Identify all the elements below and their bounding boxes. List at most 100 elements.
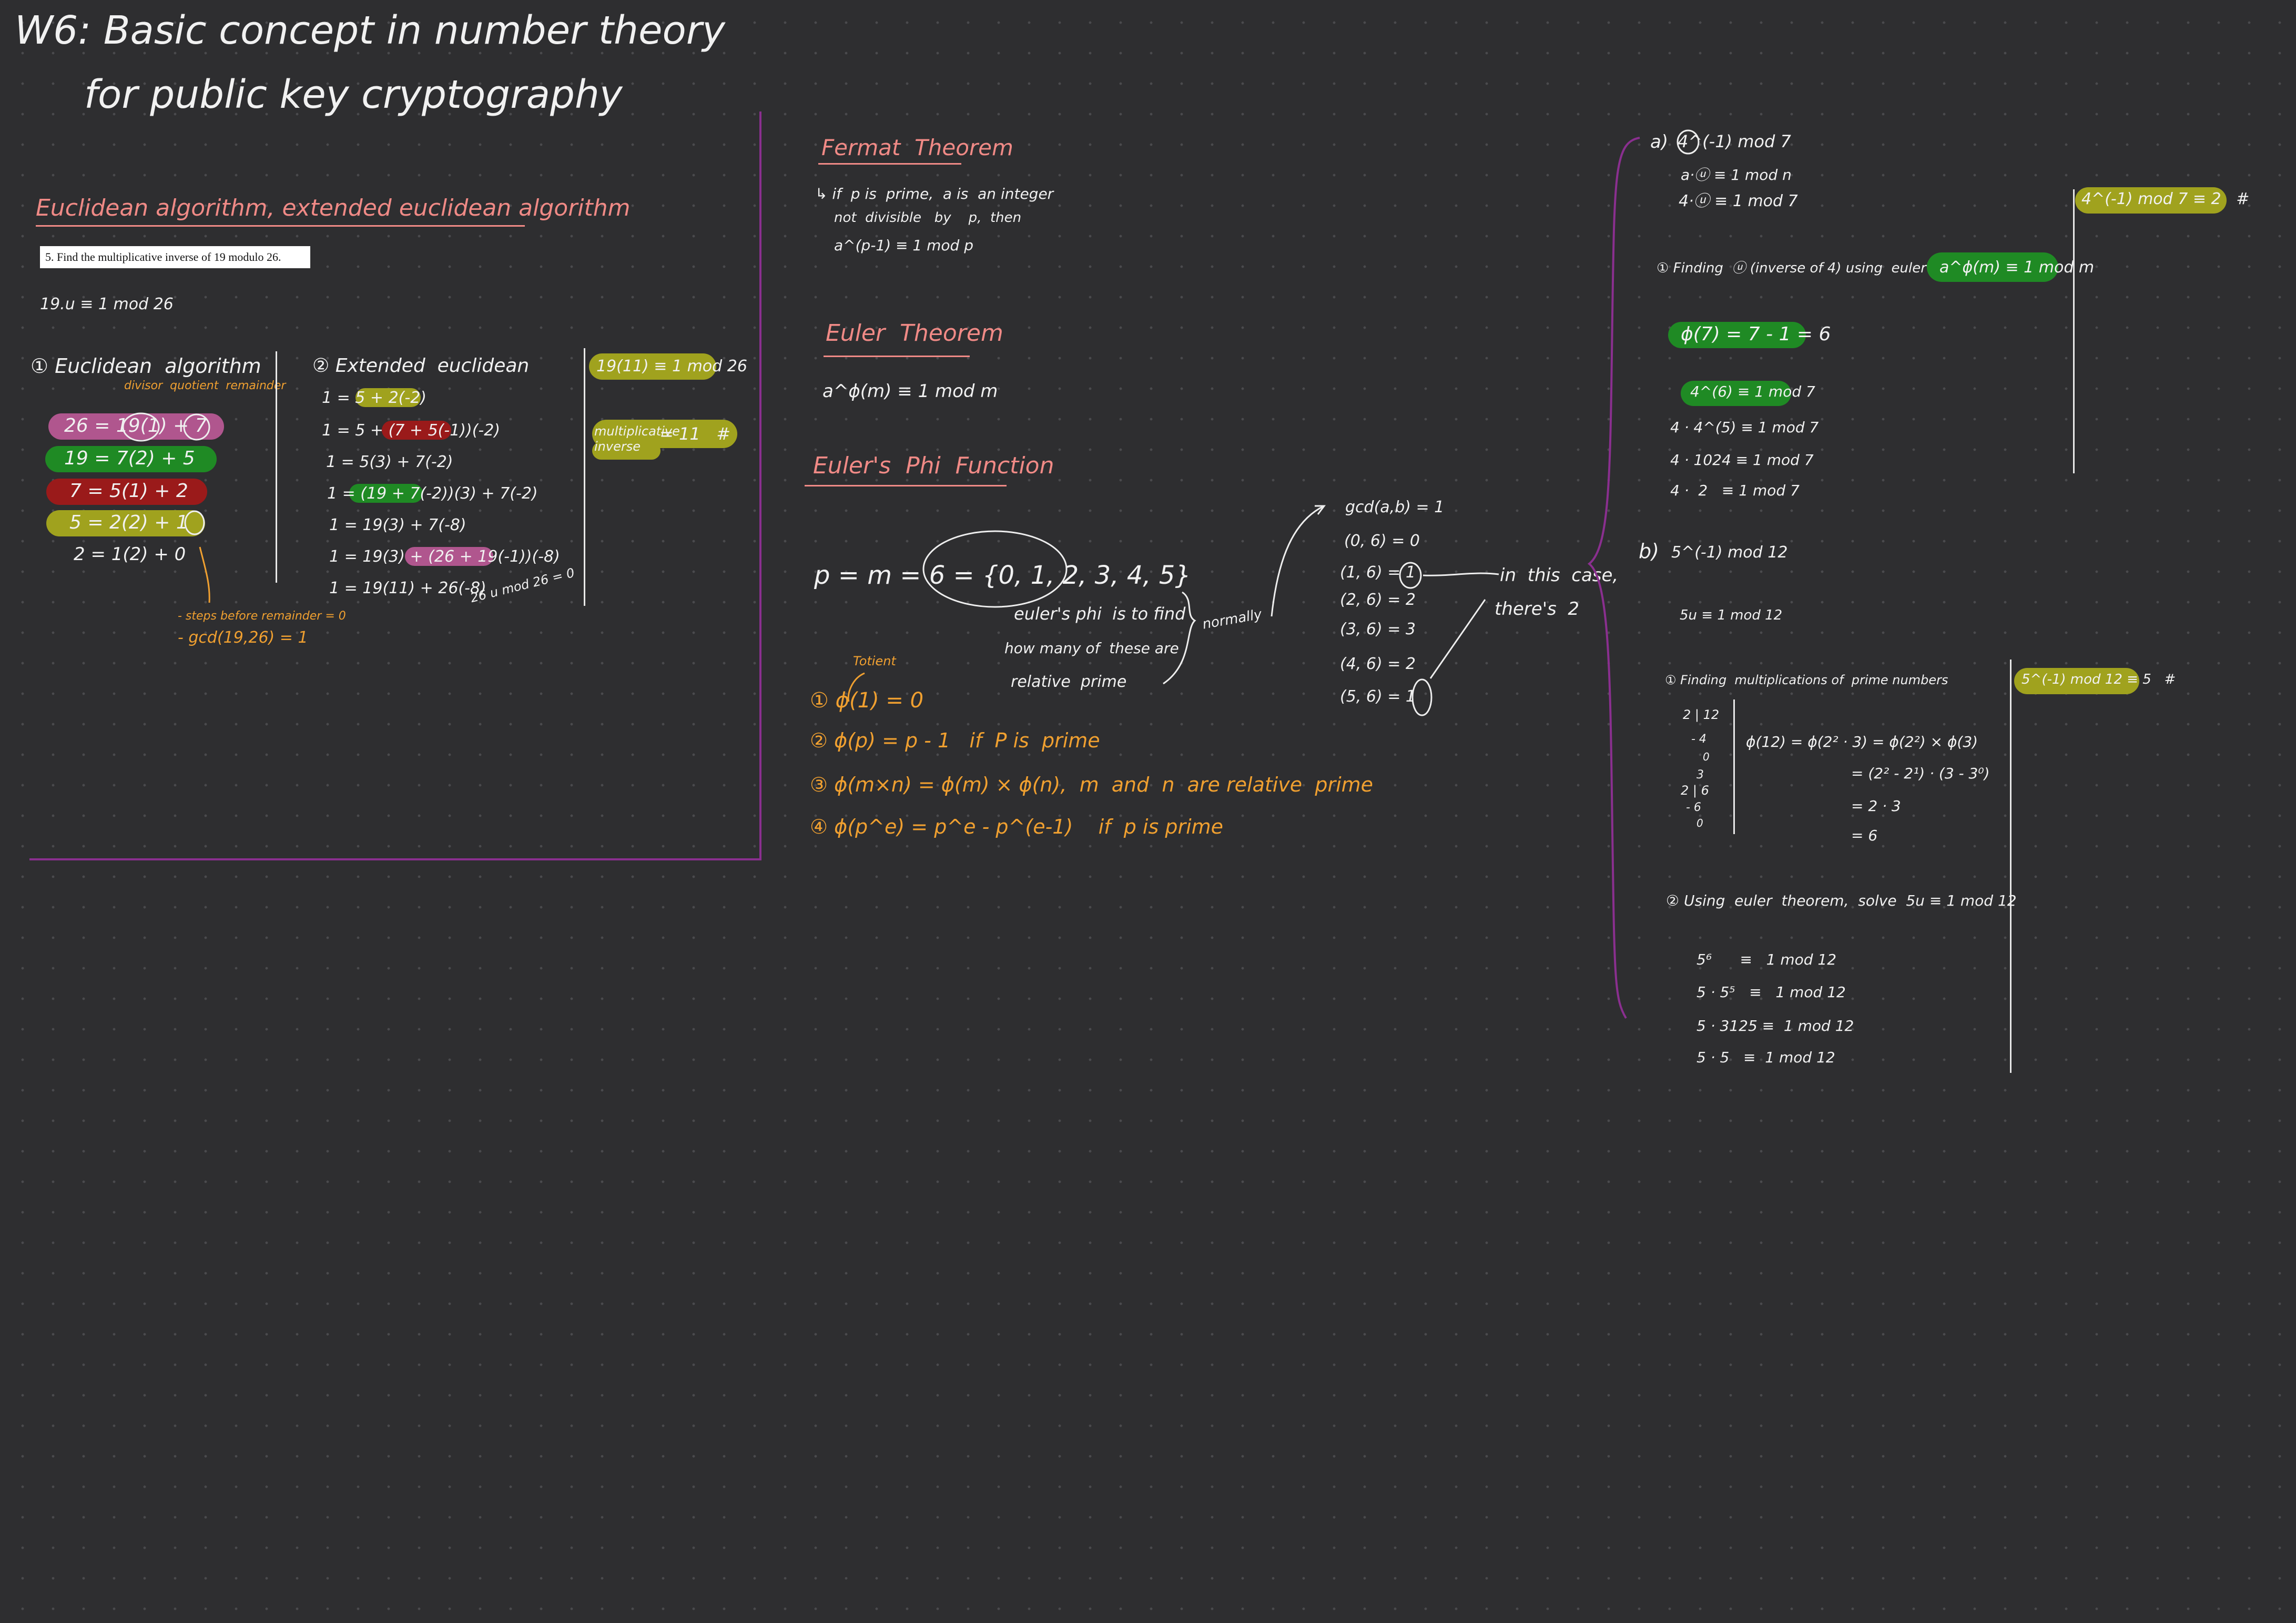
- part-a-answer-highlight: [2075, 187, 2227, 214]
- part-a-row: 4 · 1024 ≡ 1 mod 7: [1670, 451, 1814, 469]
- phi12-row: = 2 · 3: [1851, 797, 1901, 815]
- divider-part-b: [2010, 660, 2011, 1073]
- connect-line-1: [1423, 572, 1499, 576]
- euler-box-highlight: [1927, 252, 2058, 282]
- phi-rule: ④ ϕ(p^e) = p^e - p^(e-1) if p is prime: [810, 815, 1224, 838]
- gcd-row: gcd(a,b) = 1: [1345, 498, 1445, 516]
- mult-inverse-highlight-lower: [592, 442, 661, 460]
- part-b-row: 5⁶ ≡ 1 mod 12: [1696, 951, 1837, 968]
- factor-1b: - 4: [1691, 733, 1706, 746]
- euclid-row-2-highlight: [45, 446, 217, 472]
- part-b-answer-highlight: [2014, 668, 2139, 694]
- phi-desc-2: how many of these are: [1004, 640, 1179, 657]
- ext-row: 1 = 19(3) + (26 + 19(-1))(-8): [329, 547, 560, 566]
- in-this-case: in this case,: [1500, 565, 1619, 586]
- factor-2b: 2 | 6: [1681, 783, 1709, 798]
- euclid-note-gcd: - gcd(19,26) = 1: [178, 628, 308, 647]
- ext-row: 1 = 19(3) + 7(-8): [329, 516, 466, 534]
- euclid-row: 7 = 5(1) + 2: [69, 480, 188, 502]
- divider-part-a: [2073, 189, 2075, 473]
- phi-rule: ① ϕ(1) = 0: [810, 688, 924, 713]
- gcd-circle-2: [1411, 678, 1433, 716]
- ext-row: 1 = 5 + 2(-2): [322, 389, 426, 407]
- euclid-row-1-highlight: [48, 413, 224, 440]
- connect-line-2: [1429, 599, 1486, 679]
- right-brace: [1587, 137, 1640, 1019]
- euclid-row: 2 = 1(2) + 0: [74, 544, 186, 565]
- euclidean-heading: Euclidean algorithm, extended euclidean …: [36, 195, 631, 221]
- gcd-row: (0, 6) = 0: [1344, 532, 1420, 550]
- phi12-row: = 6: [1851, 827, 1878, 844]
- phi-desc-3: relative prime: [1011, 673, 1127, 691]
- phi-rule: ③ ϕ(m×n) = ϕ(m) × ϕ(n), m and n are rela…: [810, 773, 1374, 796]
- phi12-row: ϕ(12) = ϕ(2² · 3) = ϕ(2²) × ϕ(3): [1746, 733, 1978, 750]
- arrow-to-gcd: [1271, 505, 1325, 617]
- part-b-label: b): [1639, 540, 1659, 563]
- phi12-row: = (2² - 2¹) · (3 - 3⁰): [1851, 765, 1990, 782]
- factor-2c: - 6: [1686, 801, 1701, 814]
- euclid-circle-19: [122, 412, 160, 442]
- totient-arrow: [847, 672, 865, 702]
- divider-euclid: [276, 351, 277, 583]
- gcd-row: (4, 6) = 2: [1340, 655, 1416, 673]
- part-a-label: a): [1650, 131, 1669, 153]
- phi-desc-1: euler's phi is to find: [1014, 604, 1186, 624]
- page-title: W6: Basic concept in number theory: [15, 8, 725, 53]
- divider-factor: [1733, 699, 1735, 834]
- page-subtitle: for public key cryptography: [84, 72, 623, 117]
- euclid-row-4-highlight: [46, 510, 205, 536]
- extended-title: ② Extended euclidean: [312, 355, 530, 377]
- euclid-circle-1: [184, 510, 205, 535]
- arrow-to-gcd-head: [1315, 505, 1326, 515]
- ext-row: 1 = (19 + 7(-2))(3) + 7(-2): [327, 484, 538, 503]
- factor-2: 3: [1696, 768, 1704, 782]
- part-b-problem: 5^(-1) mod 12: [1671, 543, 1788, 562]
- factor-1c: 0: [1703, 750, 1710, 763]
- euler-title: Euler Theorem: [826, 320, 1003, 347]
- euclid-row: 5 = 2(2) + 1: [69, 512, 188, 533]
- fermat-title: Fermat Theorem: [821, 135, 1013, 160]
- circled-4: [1677, 129, 1700, 155]
- part-b-step2: ② Using euler theorem, solve 5u ≡ 1 mod …: [1666, 892, 2017, 909]
- congruence-line: 19.u ≡ 1 mod 26: [40, 295, 174, 313]
- part-a-row: 4 · 2 ≡ 1 mod 7: [1670, 482, 1800, 499]
- pow6-text: 4^(6) ≡ 1 mod 7: [1690, 383, 1815, 400]
- fermat-underline: [818, 163, 961, 165]
- phi-underline: [805, 485, 1007, 486]
- factor-2d: 0: [1696, 817, 1703, 829]
- phi-rule: ② ϕ(p) = p - 1 if P is prime: [810, 729, 1100, 752]
- euclid-row: 19 = 7(2) + 5: [64, 448, 195, 469]
- part-a-step1: ① Finding ⓤ (inverse of 4) using euler's…: [1657, 260, 2005, 276]
- theres-2: there's 2: [1495, 599, 1580, 620]
- ext-row: 1 = 5 + (7 + 5(-1))(-2): [322, 421, 501, 440]
- phi7-text: ϕ(7) = 7 - 1 = 6: [1681, 323, 1831, 345]
- divider-extended: [584, 348, 585, 606]
- euclid-note-arrow: [199, 546, 210, 603]
- ext-row-4-highlight: [349, 484, 423, 503]
- ext-row-6-highlight: [405, 547, 493, 566]
- result-text: 19(11) ≡ 1 mod 26: [596, 357, 747, 376]
- part-b-row: 5 · 5⁵ ≡ 1 mod 12: [1696, 983, 1846, 1001]
- totient-label: Totient: [853, 654, 896, 668]
- phi7-highlight: [1668, 322, 1806, 348]
- euclid-row: 26 = 19(1) + 7: [64, 415, 207, 437]
- part-b-answer: 5^(-1) mod 12 ≡ 5 #: [2021, 672, 2176, 687]
- ext-row: 1 = 19(11) + 26(-8): [329, 579, 486, 597]
- result-highlight: [589, 353, 716, 380]
- fermat-line2: not divisible by p, then: [834, 210, 1022, 226]
- question-box: 5. Find the multiplicative inverse of 19…: [40, 246, 310, 268]
- section-frame: [29, 111, 761, 860]
- fermat-line1: ↳ if p is prime, a is an integer: [815, 185, 1054, 202]
- pow6-highlight: [1681, 381, 1791, 406]
- euler-formula: a^ϕ(m) ≡ 1 mod m: [822, 381, 998, 402]
- part-b-line1: 5u ≡ 1 mod 12: [1680, 607, 1783, 623]
- mult-inverse-value: = 11 #: [659, 424, 731, 444]
- euclid-circle-7: [183, 413, 210, 441]
- part-b-row: 5 · 5 ≡ 1 mod 12: [1696, 1049, 1835, 1066]
- euclid-note-steps: - steps before remainder = 0: [178, 610, 346, 623]
- part-a-row: 4 · 4^(5) ≡ 1 mod 7: [1670, 419, 1819, 436]
- ext-row: 1 = 5(3) + 7(-2): [326, 453, 453, 471]
- gcd-row: (2, 6) = 2: [1340, 591, 1416, 609]
- phi-title: Euler's Phi Function: [813, 452, 1054, 479]
